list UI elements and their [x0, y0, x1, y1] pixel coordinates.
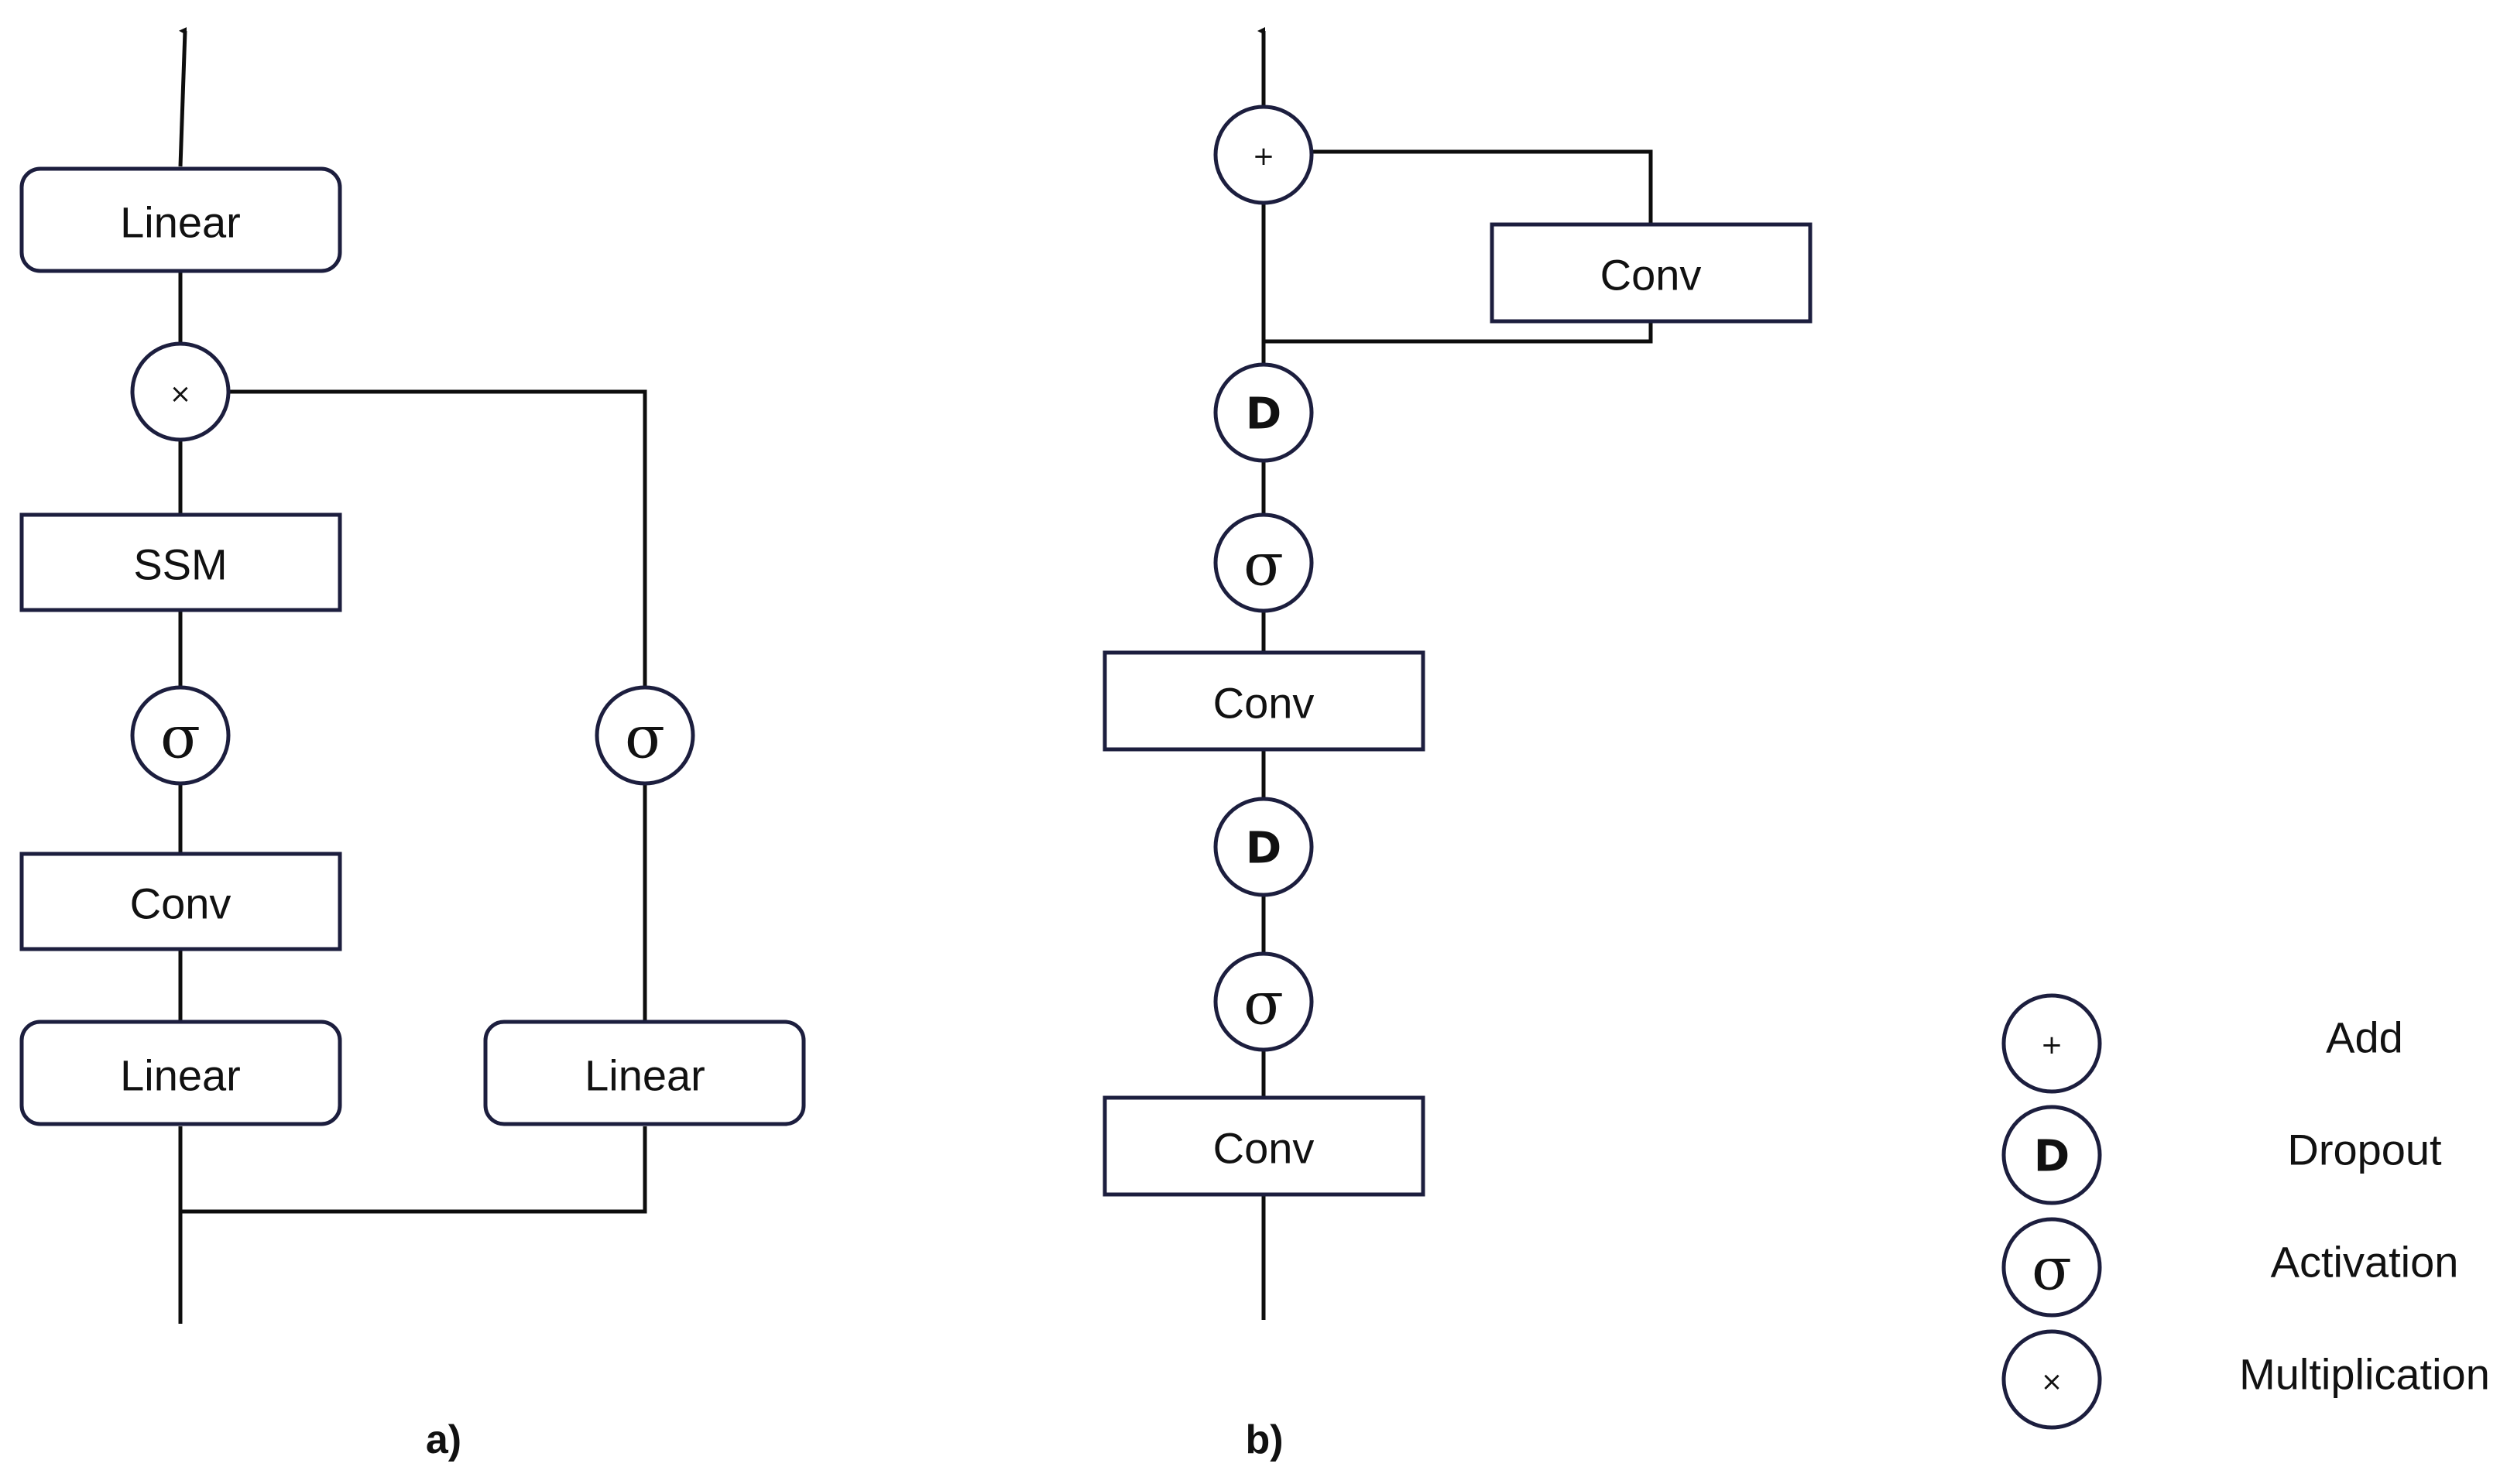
b-add-node: [1213, 105, 1314, 205]
b-conv-bottom-label: Conv: [1213, 1124, 1315, 1173]
legend-activation-node: [2001, 1217, 2102, 1318]
a-linear-bottom-right-label: Linear: [585, 1051, 705, 1100]
legend-multiplication-node: [2001, 1329, 2102, 1430]
a-linear-bottom-right-block: [483, 1020, 806, 1126]
a-gate-line: [228, 389, 647, 687]
legend-multiplication-label: Multiplication: [2239, 1350, 2490, 1399]
b-conv-mid-label: Conv: [1213, 679, 1315, 728]
b-skip-connection: [1264, 321, 1653, 344]
a-ssm-label: SSM: [133, 540, 227, 589]
b-dropout-node-top: [1213, 362, 1314, 463]
multiplication-icon: ×: [170, 379, 192, 410]
activation-icon: σ: [160, 703, 201, 772]
legend-activation-label: Activation: [2271, 1238, 2459, 1287]
a-conv-label: Conv: [130, 879, 231, 928]
a-activation-node-left: [130, 685, 231, 786]
panel-a: Linear × SSM σ Conv Linear σ Linear a): [19, 27, 806, 1462]
b-conv-skip-label: Conv: [1600, 251, 1702, 300]
panel-b: + Conv D σ Conv D σ Conv b): [1103, 27, 1813, 1462]
a-linear-bottom-left-block: [19, 1020, 342, 1126]
dropout-icon: D: [2034, 1132, 2070, 1182]
a-linear-top-block: [19, 166, 342, 273]
legend-add-label: Add: [2326, 1013, 2403, 1062]
legend-dropout-label: Dropout: [2287, 1126, 2442, 1174]
b-activation-node-bottom: [1213, 951, 1314, 1052]
b-activation-node-top: [1213, 512, 1314, 613]
a-activation-node-right: [595, 685, 695, 786]
dropout-icon: D: [1246, 389, 1281, 440]
a-linear-bottom-left-label: Linear: [120, 1051, 241, 1100]
legend: + Add D Dropout σ Activation × Multiplic…: [2001, 993, 2490, 1430]
b-conv-mid-block: [1103, 650, 1425, 752]
a-ssm-block: [19, 512, 342, 612]
a-output-arrow: [178, 27, 187, 167]
dropout-icon: D: [1246, 824, 1281, 874]
legend-add-node: [2001, 993, 2102, 1094]
add-icon: +: [1253, 141, 1275, 172]
a-branch-split-line: [180, 1126, 647, 1214]
caption-a: a): [426, 1417, 461, 1462]
add-icon: +: [2041, 1030, 2063, 1061]
a-multiplication-node: [130, 341, 231, 442]
activation-icon: σ: [1243, 530, 1284, 599]
activation-icon: σ: [625, 703, 665, 772]
multiplication-icon: ×: [2041, 1366, 2063, 1397]
a-linear-top-label: Linear: [120, 198, 241, 247]
legend-dropout-node: [2001, 1105, 2102, 1205]
b-skip-return: [1312, 149, 1653, 224]
a-conv-block: [19, 852, 342, 951]
caption-b: b): [1245, 1417, 1283, 1462]
activation-icon: σ: [2032, 1235, 2072, 1304]
b-conv-skip-block: [1490, 222, 1813, 324]
b-conv-bottom-block: [1103, 1095, 1425, 1197]
activation-icon: σ: [1243, 969, 1284, 1038]
b-dropout-node-bottom: [1213, 797, 1314, 897]
